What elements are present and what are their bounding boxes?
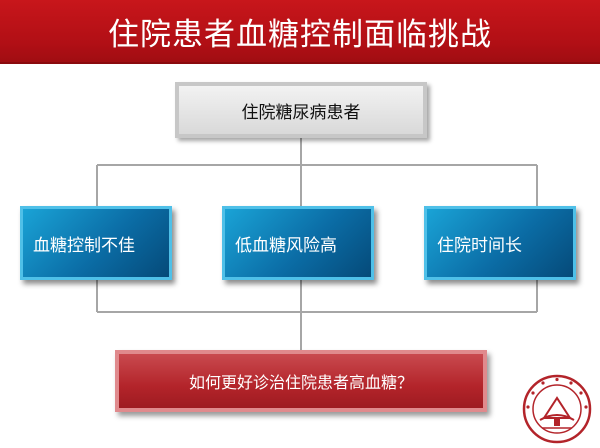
challenge-node-glucose-control: 血糖控制不佳 — [20, 206, 172, 280]
challenge-node-hospital-stay: 住院时间长 — [424, 206, 576, 280]
question-node: 如何更好诊治住院患者高血糖？ — [115, 350, 487, 412]
root-node-label: 住院糖尿病患者 — [241, 102, 361, 123]
challenge-node-label: 住院时间长 — [437, 235, 522, 256]
challenge-node-hypoglycemia-risk: 低血糖风险高 — [222, 206, 374, 280]
university-seal-icon — [522, 374, 592, 444]
challenge-node-label: 血糖控制不佳 — [33, 235, 135, 256]
question-node-label: 如何更好诊治住院患者高血糖？ — [188, 373, 413, 392]
root-node: 住院糖尿病患者 — [175, 82, 427, 138]
page-title: 住院患者血糖控制面临挑战 — [0, 0, 600, 64]
challenge-node-label: 低血糖风险高 — [235, 235, 337, 256]
